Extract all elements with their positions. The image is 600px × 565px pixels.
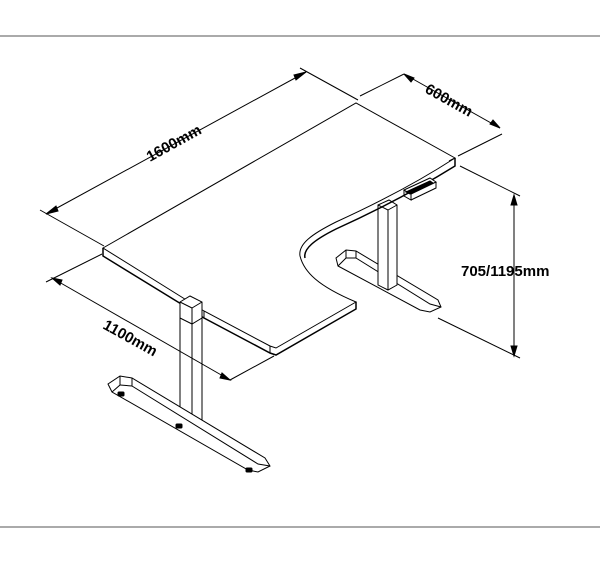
dimension-1100 bbox=[45, 253, 275, 381]
label-1600mm: 1600mm bbox=[144, 122, 205, 166]
left-leg bbox=[107, 295, 271, 473]
control-panel[interactable] bbox=[402, 177, 438, 201]
desktop-top-surface bbox=[102, 102, 456, 349]
dimension-height bbox=[437, 165, 521, 359]
label-600mm: 600mm bbox=[422, 81, 475, 121]
desktop bbox=[102, 102, 456, 356]
left-column bbox=[179, 295, 203, 427]
right-leg bbox=[335, 199, 442, 313]
dimension-1600 bbox=[39, 67, 359, 247]
label-705-1195mm: 705/1195mm bbox=[461, 263, 549, 280]
dimension-600 bbox=[359, 73, 503, 157]
